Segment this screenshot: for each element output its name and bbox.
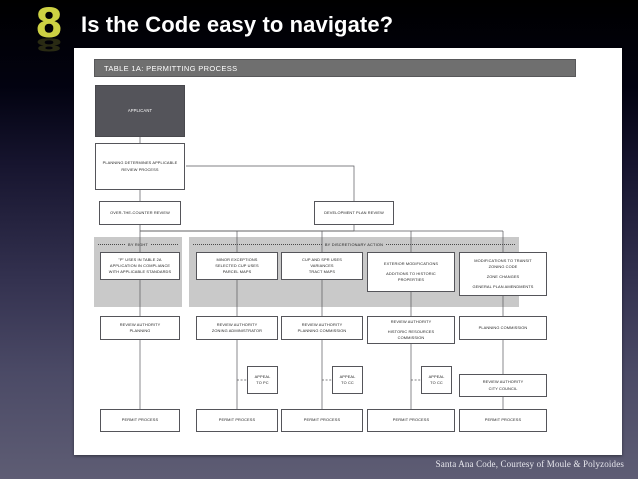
node-line: APPEAL	[428, 373, 445, 379]
group-label-by-discretionary-text: BY DISCRETIONARY ACTION	[324, 241, 384, 247]
node-planning-determines-review-process[interactable]: PLANNING DETERMINES APPLICABLE REVIEW PR…	[95, 143, 185, 190]
node-minor-exceptions[interactable]: MINOR EXCEPTIONS SELECTED CUP USES PARCE…	[196, 252, 278, 280]
node-line: PLANNING DETERMINES APPLICABLE	[102, 160, 178, 166]
node-line: APPLICATION IN COMPLIANCE	[109, 262, 171, 268]
node-applicant[interactable]: APPLICANT	[95, 85, 185, 137]
node-line: PLANNING COMMISSION	[478, 324, 528, 330]
node-line: REVIEW AUTHORITY	[482, 379, 524, 385]
dashed-rule-left	[98, 243, 126, 245]
dashed-rule-right	[386, 243, 515, 245]
node-line: SELECTED CUP USES	[215, 262, 259, 268]
page-title: Is the Code easy to navigate?	[81, 12, 394, 37]
node-line: GENERAL PLAN AMENDMENTS	[472, 283, 534, 289]
node-line: PERMIT PROCESS	[303, 417, 341, 423]
node-line: COMMISSION	[397, 334, 425, 340]
node-line: OVER-THE-COUNTER REVIEW	[110, 209, 170, 215]
node-review-authority-planning[interactable]: REVIEW AUTHORITY PLANNING	[100, 316, 180, 340]
node-permit-process-5[interactable]: PERMIT PROCESS	[459, 409, 547, 432]
node-line: "P" USES IN TABLE 2A	[118, 256, 162, 262]
node-line: PROPERTIES	[397, 276, 425, 282]
slide-number-value: 8	[35, 1, 63, 47]
node-line: TO CC	[430, 380, 443, 385]
node-line: APPLICANT	[127, 107, 153, 113]
connector-lines	[139, 137, 504, 409]
node-review-authority-historic-resources-commission[interactable]: REVIEW AUTHORITY HISTORIC RESOURCES COMM…	[367, 316, 455, 344]
node-review-authority-city-council[interactable]: REVIEW AUTHORITY CITY COUNCIL	[459, 374, 547, 397]
node-line: ZONING ADMINISTRATOR	[211, 328, 263, 333]
group-label-by-discretionary-action: BY DISCRETIONARY ACTION	[193, 240, 515, 248]
group-label-by-right: BY RIGHT	[98, 240, 178, 248]
dashed-rule-right	[150, 243, 178, 245]
node-line: CITY COUNCIL	[488, 385, 518, 391]
node-line: PERMIT PROCESS	[121, 417, 159, 423]
node-line: CUP AND SPR USES	[302, 256, 342, 262]
node-development-plan-review[interactable]: DEVELOPMENT PLAN REVIEW	[314, 201, 394, 225]
diagram-banner-label: TABLE 1A: PERMITTING PROCESS	[104, 64, 238, 73]
diagram-banner: TABLE 1A: PERMITTING PROCESS	[94, 59, 576, 77]
node-line: REVIEW AUTHORITY	[390, 318, 432, 324]
node-line: MINOR EXCEPTIONS	[216, 256, 258, 262]
node-line: MODIFICATIONS TO TRANSIT	[474, 258, 532, 264]
attribution-text: Santa Ana Code, Courtesy of Moule & Poly…	[435, 459, 624, 469]
node-line: APPEAL	[254, 373, 271, 379]
node-permit-process-2[interactable]: PERMIT PROCESS	[196, 409, 278, 432]
node-permit-process-1[interactable]: PERMIT PROCESS	[100, 409, 180, 432]
node-by-right-uses[interactable]: "P" USES IN TABLE 2A APPLICATION IN COMP…	[100, 252, 180, 280]
node-line: ADDITIONS TO HISTORIC	[386, 270, 436, 276]
group-label-by-right-text: BY RIGHT	[128, 241, 148, 247]
node-line: TO CC	[341, 380, 354, 385]
node-appeal-to-cc-1[interactable]: APPEAL TO CC	[332, 366, 363, 394]
node-line: PERMIT PROCESS	[484, 417, 522, 423]
node-modifications-to-transit-zoning-code[interactable]: MODIFICATIONS TO TRANSIT ZONING CODE ZON…	[459, 252, 547, 296]
permitting-process-diagram: TABLE 1A: PERMITTING PROCESS BY RIGHT BY…	[74, 48, 622, 455]
node-planning-commission[interactable]: PLANNING COMMISSION	[459, 316, 547, 340]
node-line: REVIEW PROCESS	[121, 166, 159, 172]
node-line: TO PC	[256, 380, 269, 385]
dashed-rule-left	[193, 243, 322, 245]
node-line: ZONE CHANGES	[486, 274, 520, 279]
node-line: PLANNING	[129, 328, 151, 333]
node-line: REVIEW AUTHORITY	[119, 321, 161, 327]
diagram-card: TABLE 1A: PERMITTING PROCESS BY RIGHT BY…	[74, 48, 622, 455]
slide-number-badge: 8 8	[26, 2, 72, 58]
node-appeal-to-pc[interactable]: APPEAL TO PC	[247, 366, 278, 394]
node-line: DEVELOPMENT PLAN REVIEW	[324, 209, 384, 215]
node-line: HISTORIC RESOURCES	[387, 328, 435, 334]
node-review-authority-planning-commission[interactable]: REVIEW AUTHORITY PLANNING COMMISSION	[281, 316, 363, 340]
node-cup-and-spr-uses[interactable]: CUP AND SPR USES VARIANCES TRACT MAPS	[281, 252, 363, 280]
node-line: REVIEW AUTHORITY	[301, 321, 343, 327]
node-line: EXTERIOR MODIFICATIONS	[383, 260, 439, 266]
node-line: VARIANCES	[310, 262, 334, 268]
node-exterior-modifications[interactable]: EXTERIOR MODIFICATIONS ADDITIONS TO HIST…	[367, 252, 455, 292]
node-line: PERMIT PROCESS	[392, 417, 430, 423]
node-appeal-to-cc-2[interactable]: APPEAL TO CC	[421, 366, 452, 394]
node-line: PERMIT PROCESS	[218, 417, 256, 423]
node-review-authority-zoning-administrator[interactable]: REVIEW AUTHORITY ZONING ADMINISTRATOR	[196, 316, 278, 340]
node-line: PARCEL MAPS	[222, 269, 252, 275]
node-permit-process-4[interactable]: PERMIT PROCESS	[367, 409, 455, 432]
node-over-the-counter-review[interactable]: OVER-THE-COUNTER REVIEW	[99, 201, 181, 225]
node-line: APPEAL	[339, 373, 356, 379]
node-line: REVIEW AUTHORITY	[216, 321, 258, 327]
slide-number-reflection: 8	[35, 34, 63, 55]
node-line: TRACT MAPS	[308, 269, 336, 275]
node-permit-process-3[interactable]: PERMIT PROCESS	[281, 409, 363, 432]
node-line: PLANNING COMMISSION	[297, 328, 347, 333]
node-line: ZONING CODE	[488, 264, 518, 270]
node-line: WITH APPLICABLE STANDARDS	[108, 269, 172, 275]
